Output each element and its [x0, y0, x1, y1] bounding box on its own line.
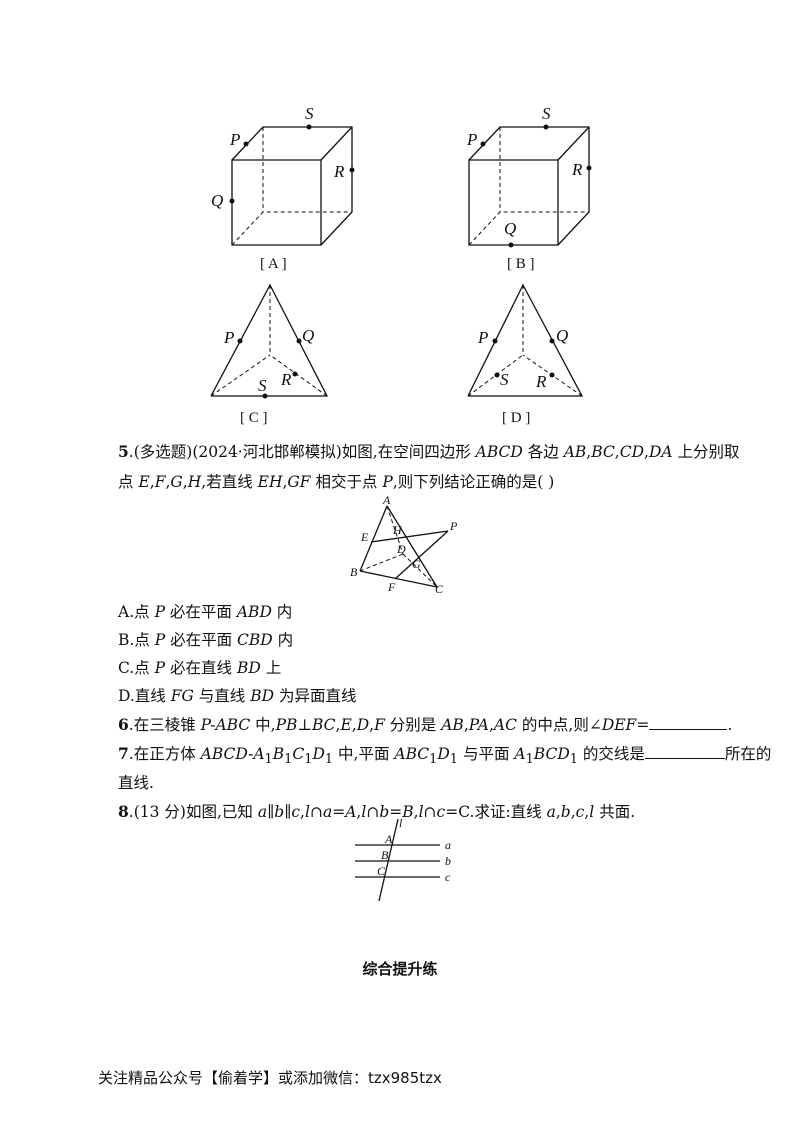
point-label-q: Q	[211, 191, 223, 210]
point-label-q: Q	[556, 326, 568, 345]
point-label-s: S	[258, 376, 267, 395]
point-label-s: S	[305, 104, 314, 123]
figure-c-tetrahedron: P Q S R [ C ]	[210, 283, 329, 426]
question-number: 5	[118, 442, 129, 461]
q5-line-1: 5.(多选题)(2024·河北邯郸模拟)如图,在空间四边形 ABCD 各边 AB…	[118, 442, 740, 461]
answer-blank[interactable]	[649, 715, 728, 730]
footer-text: 关注精品公众号【偷着学】或添加微信：tzx985tzx	[98, 1069, 442, 1087]
q5-option-a: A.点 P 必在平面 ABD 内	[118, 603, 293, 621]
svg-text:B: B	[350, 565, 358, 579]
svg-text:B: B	[381, 848, 389, 862]
svg-text:c: c	[445, 870, 451, 884]
svg-text:D: D	[396, 542, 406, 556]
svg-text:l: l	[399, 816, 403, 830]
figure-a-cube: P S R Q [ A ]	[211, 104, 355, 272]
svg-text:C: C	[377, 864, 386, 878]
svg-text:F: F	[387, 580, 396, 594]
point-label-p: P	[223, 328, 234, 347]
q5-option-d: D.直线 FG 与直线 BD 为异面直线	[118, 687, 357, 705]
figure-spatial-quadrilateral: A B C D E F G H P	[350, 496, 458, 596]
figure-b-cube: P S R Q [ B ]	[466, 104, 592, 272]
point-label-r: R	[535, 372, 547, 391]
answer-blank[interactable]	[644, 744, 725, 759]
figure-caption-a: [ A ]	[260, 256, 287, 272]
svg-text:b: b	[445, 854, 451, 868]
svg-text:A: A	[384, 832, 393, 846]
svg-text:G: G	[412, 557, 421, 571]
figure-parallel-lines: l a b c A B C	[355, 816, 451, 902]
q7-text-line-2: 直线.	[118, 774, 154, 792]
svg-text:H: H	[392, 523, 403, 537]
svg-text:A: A	[382, 496, 391, 507]
figure-caption-b: [ B ]	[507, 256, 535, 272]
q5-line-2: 点 E,F,G,H,若直线 EH,GF 相交于点 P,则下列结论正确的是( )	[118, 473, 555, 491]
svg-text:P: P	[449, 519, 458, 533]
point-label-s: S	[542, 104, 551, 123]
point-label-p: P	[466, 130, 477, 149]
svg-text:C: C	[435, 582, 444, 596]
q5-option-b: B.点 P 必在平面 CBD 内	[118, 631, 294, 649]
point-label-r: R	[333, 162, 345, 181]
q7-text: 7.在正方体 ABCD-A1B1C1D1 中,平面 ABC1D1 与平面 A1B…	[118, 744, 772, 768]
point-label-q: Q	[302, 326, 314, 345]
point-label-q: Q	[504, 219, 516, 238]
figure-caption-d: [ D ]	[502, 410, 530, 426]
point-label-s: S	[500, 370, 509, 389]
q5-option-c: C.点 P 必在直线 BD 上	[118, 659, 282, 677]
figure-d-tetrahedron: P Q S R [ D ]	[467, 283, 584, 426]
point-label-p: P	[229, 130, 240, 149]
svg-text:E: E	[360, 530, 369, 544]
q6-text: 6.在三棱锥 P-ABC 中,PB⊥BC,E,D,F 分别是 AB,PA,AC …	[118, 715, 733, 734]
svg-text:a: a	[445, 838, 451, 852]
point-label-p: P	[477, 328, 488, 347]
figure-caption-c: [ C ]	[240, 410, 268, 426]
section-title: 综合提升练	[362, 960, 438, 978]
q8-text: 8.(13 分)如图,已知 a∥b∥c,l∩a=A,l∩b=B,l∩c=C.求证…	[118, 802, 636, 821]
point-label-r: R	[571, 160, 583, 179]
point-label-r: R	[280, 370, 292, 389]
